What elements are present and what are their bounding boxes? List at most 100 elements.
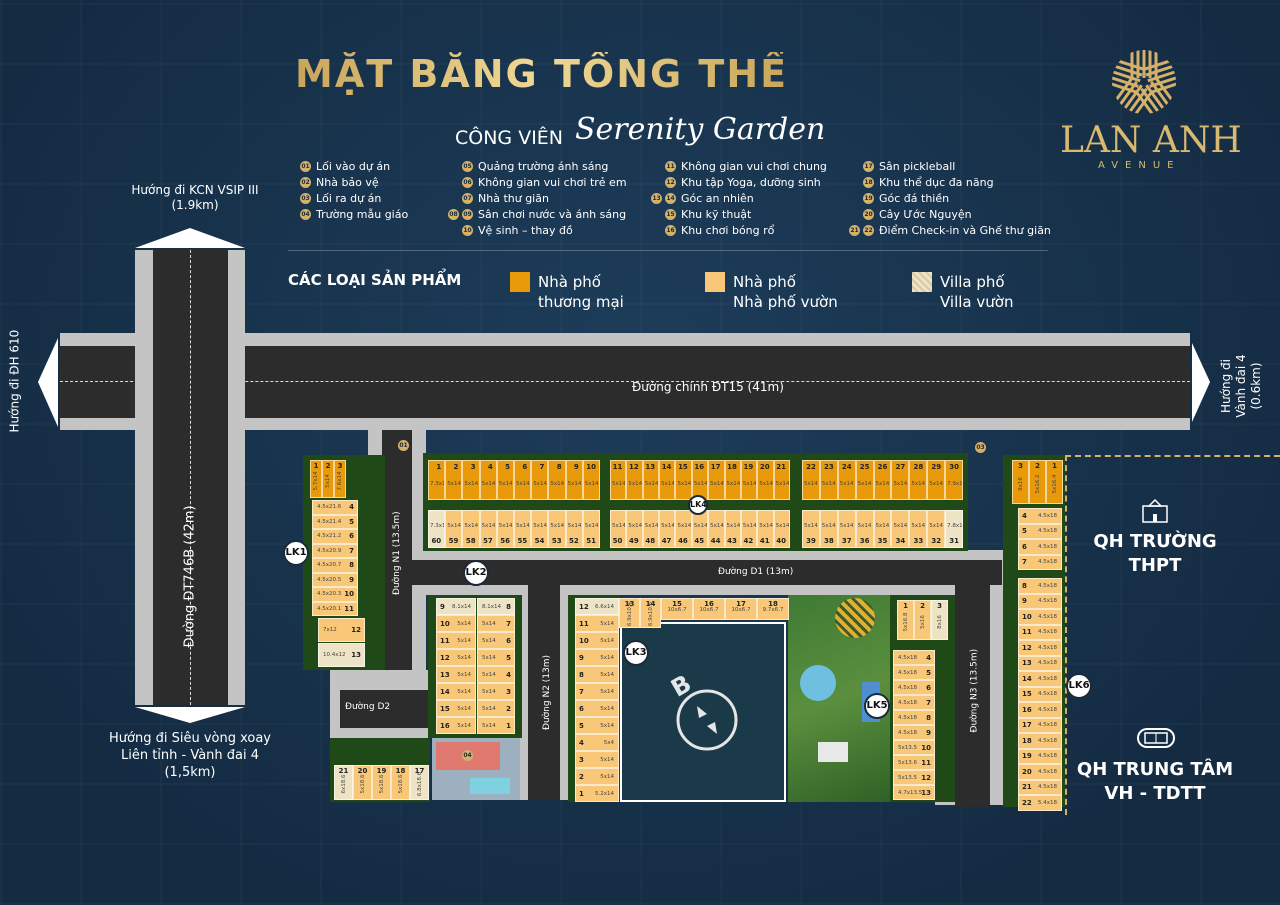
lot[interactable]: 307.9x14 xyxy=(945,460,963,500)
